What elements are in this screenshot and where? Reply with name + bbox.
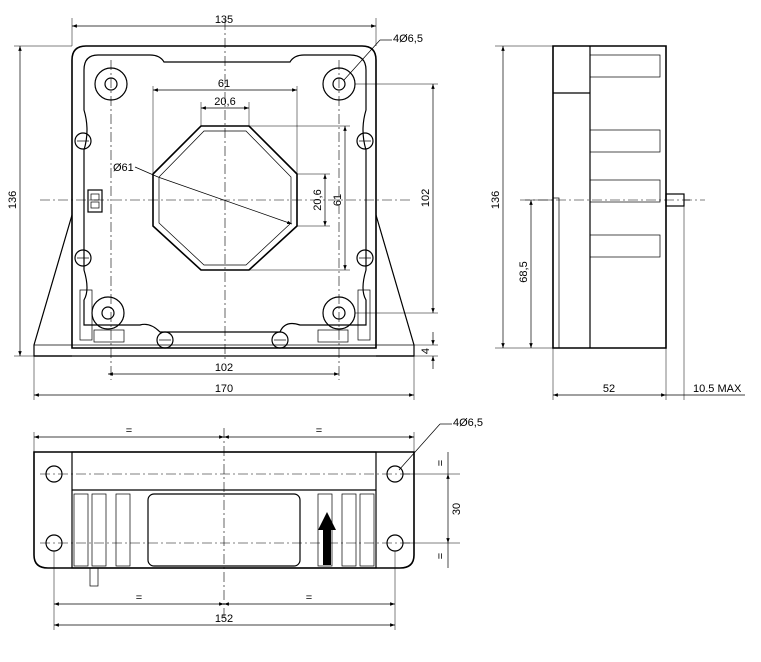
front-view: 135 4Ø6,5 61 20,6 Ø61 20,6 61 102 [7, 14, 438, 400]
front-connector [87, 189, 103, 213]
front-screws [74, 132, 374, 349]
dim-hole-pitch-vertical: 102 [420, 189, 432, 207]
diameter-leader-b [157, 176, 293, 225]
side-dim-depth: 52 [603, 383, 615, 395]
front-body-outline [71, 45, 377, 349]
bottom-base-outline [33, 451, 415, 569]
bottom-hole-callout: 4Ø6,5 [453, 417, 483, 429]
front-inner-frame [83, 54, 367, 333]
up-arrow-icon [318, 512, 336, 565]
side-dim-terminal-protrusion: 10.5 MAX [693, 383, 742, 395]
front-octagon-inner [158, 130, 292, 266]
front-hole-leader [343, 39, 381, 81]
side-foot [552, 197, 560, 349]
bottom-equal-left: = [126, 425, 132, 437]
bottom-dim-base-width: 152 [215, 613, 233, 625]
dim-opening-width: 61 [218, 78, 230, 90]
dim-foot-thickness: 4 [420, 348, 432, 354]
side-dim-axis-height: 68,5 [518, 261, 530, 282]
bottom-equal-top: = [435, 460, 447, 466]
bottom-ribs [73, 493, 375, 567]
bottom-holes [45, 465, 404, 552]
dim-hole-pitch-horizontal: 102 [215, 362, 233, 374]
side-view: 136 68,5 52 10.5 MAX [490, 45, 745, 400]
dim-opening-diameter: Ø61 [113, 162, 134, 174]
dim-overall-width: 170 [215, 383, 233, 395]
front-left-foot [33, 214, 73, 357]
bottom-equal-lower-left: = [136, 592, 142, 604]
bottom-equal-right: = [316, 425, 322, 437]
bottom-view: = = 4Ø6,5 30 = = = = 152 [33, 417, 483, 630]
bottom-terminal-pin [89, 567, 99, 587]
dim-opening-flat-width: 20,6 [214, 96, 235, 108]
bottom-equal-lower-right: = [306, 592, 312, 604]
front-base-ribs [79, 289, 371, 343]
side-body-outline [552, 45, 667, 349]
side-fin-4 [589, 234, 661, 258]
dim-overall-height: 136 [7, 191, 19, 209]
bottom-window [147, 493, 301, 567]
side-fin-3 [589, 179, 661, 203]
side-fin-2 [589, 129, 661, 153]
diameter-leader-a [134, 166, 159, 178]
bottom-dim-hole-spacing: 30 [451, 503, 463, 515]
side-dim-overall-height: 136 [490, 191, 502, 209]
front-right-foot [375, 214, 415, 357]
front-bottom-left-hole [91, 296, 125, 330]
dim-width-top: 135 [215, 14, 233, 26]
dim-opening-flat-height: 20,6 [312, 189, 324, 210]
bottom-equal-bottom: = [435, 553, 447, 559]
front-hole-callout: 4Ø6,5 [393, 33, 423, 45]
bottom-hole-leader [398, 423, 441, 471]
dim-opening-height: 61 [332, 194, 344, 206]
side-fin-1 [589, 54, 661, 78]
